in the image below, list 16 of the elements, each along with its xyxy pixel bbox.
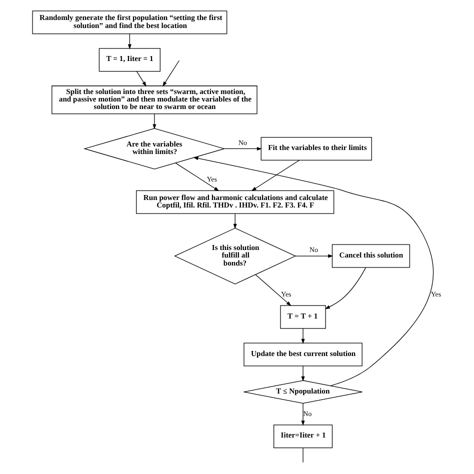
arrow	[324, 267, 366, 310]
arrow	[301, 328, 305, 344]
arrow	[193, 156, 434, 386]
arrow	[301, 403, 305, 426]
arrow	[136, 71, 146, 87]
arrow	[233, 213, 237, 229]
arrow	[152, 114, 156, 130]
arrow	[175, 162, 220, 192]
arrow	[255, 274, 292, 306]
arrow	[251, 160, 300, 192]
arrow	[295, 254, 334, 258]
connector	[302, 448, 304, 463]
arrow	[162, 60, 180, 87]
arrow	[128, 34, 132, 50]
arrow	[224, 146, 262, 151]
arrow	[301, 366, 305, 382]
